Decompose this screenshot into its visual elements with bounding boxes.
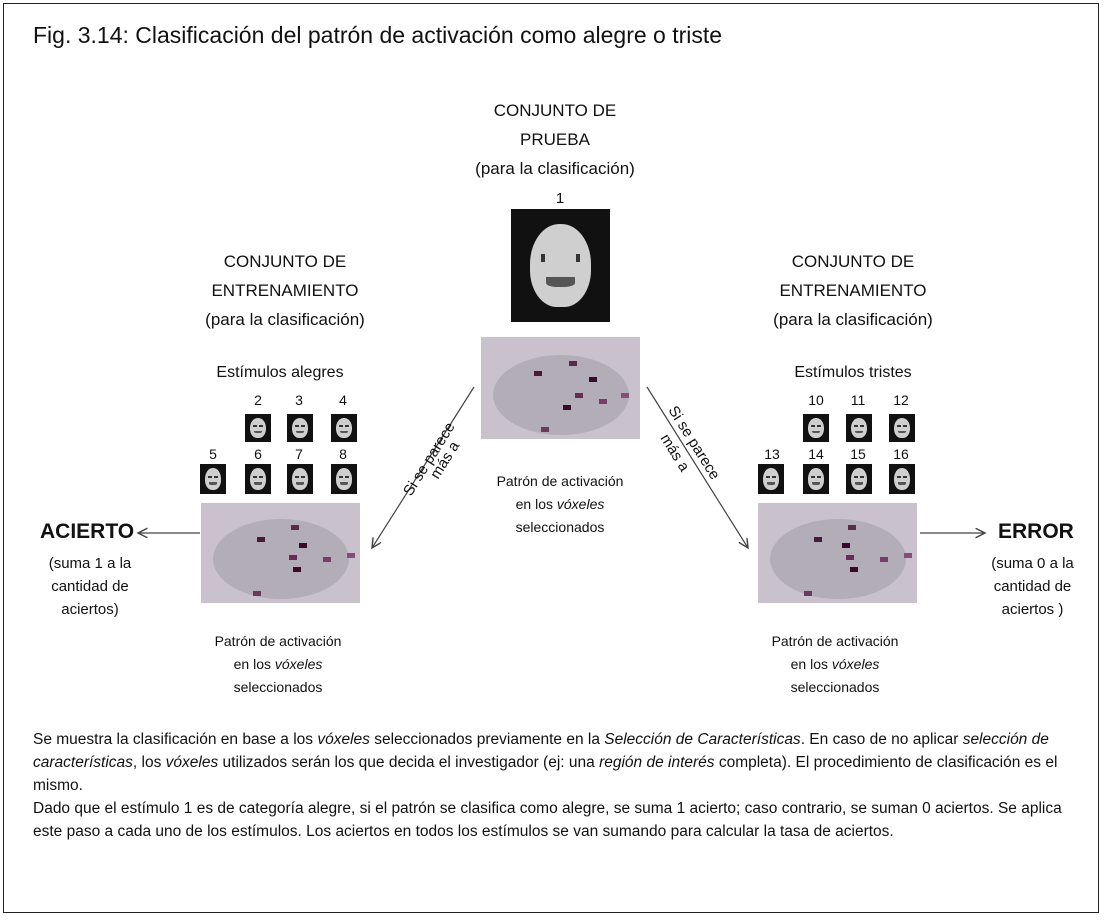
test-set-line2: PRUEBA — [520, 130, 590, 149]
error-note: (suma 0 a la cantidad de aciertos ) — [975, 552, 1090, 621]
sad-face-14 — [803, 464, 829, 494]
happy-face-2 — [245, 414, 271, 442]
acierto-note-2: cantidad de — [51, 578, 129, 595]
sad-face-10 — [803, 414, 829, 442]
happy-face-3 — [287, 414, 313, 442]
train-right-pattern-line3: seleccionados — [790, 679, 880, 695]
train-left-pattern-line2: en los vóxeles — [233, 656, 323, 672]
test-brain-pattern — [481, 337, 640, 439]
train-right-line2: ENTRENAMIENTO — [779, 281, 927, 300]
test-pattern-line2: en los vóxeles — [515, 496, 605, 512]
stimulus-number-15: 15 — [850, 446, 866, 462]
figure-title: Fig. 3.14: Clasificación del patrón de a… — [33, 22, 723, 48]
stimulus-number-13: 13 — [764, 446, 780, 462]
train-left-heading: CONJUNTO DE ENTRENAMIENTO (para la clasi… — [160, 247, 410, 334]
train-left-brain-pattern — [201, 503, 360, 603]
sad-face-12 — [889, 414, 915, 442]
test-stimulus-number: 1 — [555, 190, 565, 207]
figure-caption: Se muestra la clasificación en base a lo… — [33, 728, 1073, 843]
train-left-voxel-map — [213, 519, 355, 599]
arrow-to-sad — [646, 386, 748, 548]
arrow-to-happy — [372, 386, 475, 548]
error-note-3: aciertos ) — [1001, 601, 1064, 618]
happy-face-7 — [287, 464, 313, 494]
test-face-image — [511, 209, 610, 322]
train-right-line1: CONJUNTO DE — [791, 252, 915, 271]
test-pattern-line3: seleccionados — [515, 519, 605, 535]
acierto-note: (suma 1 a la cantidad de aciertos) — [40, 552, 140, 621]
stimulus-number-7: 7 — [295, 446, 303, 462]
stimulus-number-5: 5 — [209, 446, 217, 462]
happy-face-8 — [331, 464, 357, 494]
error-note-2: cantidad de — [993, 578, 1072, 595]
stimulus-number-6: 6 — [254, 446, 262, 462]
error-note-1: (suma 0 a la — [991, 555, 1074, 572]
stimulus-number-10: 10 — [808, 392, 824, 408]
happy-face-5 — [200, 464, 226, 494]
train-right-pattern-line2: en los vóxeles — [790, 656, 880, 672]
test-pattern-line1: Patrón de activación — [496, 473, 624, 489]
train-right-line3: (para la clasificación) — [773, 310, 933, 329]
stimulus-number-2: 2 — [254, 392, 262, 408]
stimulus-number-11: 11 — [850, 392, 866, 408]
stimulus-number-14: 14 — [808, 446, 824, 462]
train-left-pattern-line1: Patrón de activación — [214, 633, 342, 649]
train-left-line2: ENTRENAMIENTO — [211, 281, 359, 300]
sad-stimuli-label: Estímulos tristes — [794, 364, 912, 381]
happy-face-4 — [331, 414, 357, 442]
happy-stimuli-label: Estímulos alegres — [216, 364, 344, 381]
acierto-label: ACIERTO — [40, 520, 135, 543]
sad-face-13 — [758, 464, 784, 494]
train-left-pattern-line3: seleccionados — [233, 679, 323, 695]
train-right-pattern-caption: Patrón de activación en los vóxeles sele… — [735, 630, 935, 699]
train-left-line1: CONJUNTO DE — [223, 252, 347, 271]
train-right-heading: CONJUNTO DE ENTRENAMIENTO (para la clasi… — [728, 247, 978, 334]
test-set-heading: CONJUNTO DE PRUEBA (para la clasificació… — [430, 96, 680, 183]
test-set-line1: CONJUNTO DE — [493, 101, 617, 120]
stimulus-number-4: 4 — [339, 392, 347, 408]
stimulus-number-12: 12 — [893, 392, 909, 408]
test-voxel-map — [493, 355, 629, 435]
train-left-line3: (para la clasificación) — [205, 310, 365, 329]
train-right-voxel-map — [770, 519, 912, 599]
acierto-note-3: aciertos) — [61, 601, 119, 618]
train-right-pattern-line1: Patrón de activación — [771, 633, 899, 649]
acierto-note-1: (suma 1 a la — [48, 555, 132, 572]
figure-frame — [3, 3, 1099, 913]
sad-face-15 — [846, 464, 872, 494]
error-label: ERROR — [998, 520, 1074, 543]
caption-paragraph-1: Se muestra la clasificación en base a lo… — [33, 731, 1058, 794]
sad-face-11 — [846, 414, 872, 442]
happy-face-6 — [245, 464, 271, 494]
stimulus-number-16: 16 — [893, 446, 909, 462]
test-pattern-caption: Patrón de activación en los vóxeles sele… — [470, 470, 650, 539]
stimulus-number-3: 3 — [295, 392, 303, 408]
test-set-line3: (para la clasificación) — [475, 159, 635, 178]
train-right-brain-pattern — [758, 503, 917, 603]
train-left-pattern-caption: Patrón de activación en los vóxeles sele… — [178, 630, 378, 699]
caption-paragraph-2: Dado que el estímulo 1 es de categoría a… — [33, 800, 1062, 840]
stimulus-number-8: 8 — [339, 446, 347, 462]
sad-face-16 — [889, 464, 915, 494]
